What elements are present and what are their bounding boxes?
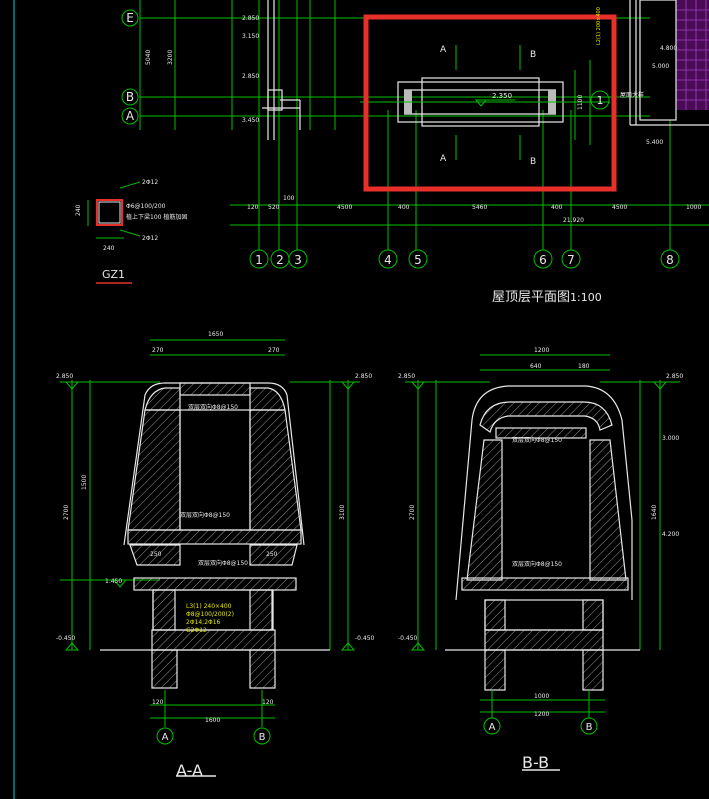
plan-section-a-bot: A: [440, 154, 447, 164]
section-aa-dim-h1: 2700: [63, 505, 70, 520]
plan-grid-row-b: B: [126, 90, 134, 104]
section-aa-dim-top: 1650: [208, 331, 223, 338]
plan-section-b-top: B: [530, 50, 536, 60]
plan-dim-100: 100: [283, 195, 295, 202]
gz1-note: 植上下梁100 植筋加固: [126, 213, 187, 221]
plan-elev-left3: 2.850: [242, 73, 259, 80]
section-aa-grid-a: A: [162, 732, 169, 743]
gz1-top-bars: 2Φ12: [142, 179, 158, 186]
plan-dim-total: 21.920: [563, 217, 584, 224]
section-aa-dim-bottom-b: 120: [262, 699, 274, 706]
section-aa-dim-h2: 1500: [81, 475, 88, 490]
section-bb-grid-a: A: [489, 722, 496, 733]
section-bb-grid-b: B: [586, 722, 593, 733]
section-bb-dim-h1: 2700: [409, 505, 416, 520]
section-bb-elev-top-r: 2.850: [666, 373, 683, 380]
gz1-label: GZ1: [102, 268, 125, 281]
section-aa-beam-note2: Φ8@100/200(2): [186, 611, 234, 618]
section-aa-beam-note1: L3(1) 240×400: [186, 603, 232, 610]
section-aa-grid-b: B: [259, 732, 266, 743]
plan-dim-4500b: 4500: [612, 204, 627, 211]
section-bb-elev-r1: 3.000: [662, 435, 679, 442]
plan-roof-elev: 2.350: [492, 92, 512, 100]
plan-grid-col-3: 3: [294, 253, 302, 267]
plan-dim-120: 120: [247, 204, 259, 211]
highlight-box: [363, 14, 617, 192]
plan-elev-left2: 3.150: [242, 33, 259, 40]
plan-dim-3200: 3200: [167, 50, 174, 65]
plan-note-right: 屋面大样: [620, 91, 644, 99]
section-bb: [405, 354, 680, 771]
section-bb-dim-h2: 1640: [651, 505, 658, 520]
plan-dim-1100: 1100: [577, 95, 584, 110]
section-aa-dim-250b: 250: [266, 551, 278, 558]
section-aa-dim-250a: 250: [150, 551, 162, 558]
plan-grid-col-7: 7: [567, 253, 575, 267]
section-bb-dim-bottom: 1200: [534, 711, 549, 718]
plan-elev-left4: 3.450: [242, 117, 259, 124]
plan-grid-row-a: A: [126, 109, 135, 123]
plan-dim-4500: 4500: [337, 204, 352, 211]
plan-grid-col-1: 1: [255, 253, 263, 267]
section-bb-slab1: 双层双向Φ8@150: [512, 436, 562, 444]
section-bb-dim-bottom-a: 1000: [534, 693, 549, 700]
plan-dim-1000: 1000: [686, 204, 701, 211]
plan-grid-col-5: 5: [414, 253, 422, 267]
plan-section-a-top: A: [440, 45, 447, 55]
plan-grid-col-1-ref: 1: [597, 94, 604, 107]
gz1-stirrup: Φ6@100/200: [126, 203, 166, 210]
section-aa-elev-top: 2.850: [56, 373, 73, 380]
plan-dim-400a: 400: [398, 204, 410, 211]
section-bb-dim-top-b: 180: [578, 363, 590, 370]
section-aa-label: A-A: [176, 761, 203, 780]
gz1-dim-h: 240: [75, 204, 82, 216]
section-bb-elev-bot: -0.450: [398, 635, 418, 642]
plan-title: 屋顶层平面图: [492, 290, 570, 305]
section-aa-slab1: 双层双向Φ8@150: [188, 403, 238, 411]
section-aa-dim-bottom: 1600: [205, 717, 220, 724]
plan-grid-col-8: 8: [666, 253, 674, 267]
section-aa-dim-top-b: 270: [268, 347, 280, 354]
plan-col-note: L2(1) 200×400: [596, 7, 602, 45]
section-aa-dim-top-a: 270: [152, 347, 164, 354]
plan-elev-right2: 5.400: [646, 139, 663, 146]
section-aa-beam-note3: 2Φ14;2Φ16: [186, 619, 221, 626]
plan-grid-col-4: 4: [384, 253, 392, 267]
section-aa-elev-mid: 1.450: [105, 578, 122, 585]
gz1-dim-w: 240: [103, 245, 115, 252]
section-aa: [60, 339, 360, 777]
section-aa-beam-note4: G2Φ12: [186, 627, 207, 634]
plan-grid-row-e: E: [126, 11, 134, 25]
plan-section-b-bot: B: [530, 157, 536, 167]
section-aa-slab3: 双层双向Φ8@150: [198, 559, 248, 567]
section-bb-slab2: 双层双向Φ8@150: [512, 560, 562, 568]
gz1-bottom-bars: 2Φ12: [142, 235, 158, 242]
roof-plan: [139, 0, 709, 250]
plan-dim-5040: 5040: [145, 50, 152, 65]
plan-grid-bubbles: [121, 9, 680, 269]
plan-grid-col-6: 6: [539, 253, 547, 267]
section-aa-elev-bot-r: -0.450: [355, 635, 375, 642]
section-aa-dim-h3: 3100: [339, 505, 346, 520]
section-bb-elev-top: 2.850: [398, 373, 415, 380]
plan-elev-left1: 2.850: [242, 15, 259, 22]
plan-elev-right3: 4.800: [660, 45, 677, 52]
section-bb-label: B-B: [522, 753, 549, 772]
plan-elev-right1: 5.000: [652, 63, 669, 70]
section-bb-elev-r2: 4.200: [662, 531, 679, 538]
plan-dim-5460: 5460: [472, 204, 487, 211]
section-bb-dim-top-a: 640: [530, 363, 542, 370]
plan-dim-400b: 400: [551, 204, 563, 211]
gz1-detail: [87, 181, 141, 284]
section-bb-dim-top: 1200: [534, 347, 549, 354]
section-aa-dim-bottom-a: 120: [152, 699, 164, 706]
section-aa-elev-bot: -0.450: [56, 635, 76, 642]
plan-scale: 1:100: [570, 291, 602, 304]
plan-grid-col-2: 2: [276, 253, 284, 267]
plan-dim-520: 520: [268, 204, 280, 211]
section-aa-slab2: 双层双向Φ8@150: [180, 511, 230, 519]
section-aa-elev-top-r: 2.850: [355, 373, 372, 380]
